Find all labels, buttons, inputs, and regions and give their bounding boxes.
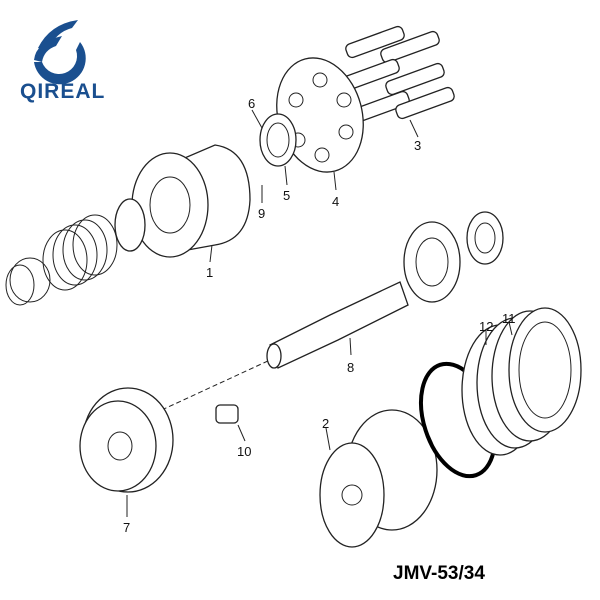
- part-flange: [79, 387, 174, 493]
- model-title: JMV-53/34: [393, 563, 485, 584]
- label-5: 5: [283, 188, 290, 203]
- label-7: 7: [123, 520, 130, 535]
- part-retainer-plate: [276, 57, 364, 173]
- label-1: 1: [206, 265, 213, 280]
- part-pistons: [340, 25, 455, 124]
- logo-mark: [34, 20, 86, 85]
- part-oil-seal: [466, 211, 504, 265]
- part-drive-shaft: [266, 281, 409, 369]
- part-springs: [5, 198, 146, 306]
- part-cylinder-block: [131, 144, 251, 258]
- label-6: 6: [248, 96, 255, 111]
- label-2: 2: [322, 416, 329, 431]
- logo-text: QIREAL: [20, 80, 106, 103]
- part-bushing: [215, 404, 239, 424]
- leader-lines: [126, 109, 513, 517]
- label-10: 10: [237, 444, 251, 459]
- part-spherical-bushing: [259, 113, 297, 167]
- label-8: 8: [347, 360, 354, 375]
- label-3: 3: [414, 138, 421, 153]
- part-bearing: [403, 221, 461, 303]
- label-11: 11: [502, 311, 516, 326]
- part-brake-piston: [319, 409, 438, 548]
- label-9: 9: [258, 206, 265, 221]
- label-4: 4: [332, 194, 339, 209]
- part-friction-plates: [461, 307, 582, 456]
- label-12: 12: [479, 319, 493, 334]
